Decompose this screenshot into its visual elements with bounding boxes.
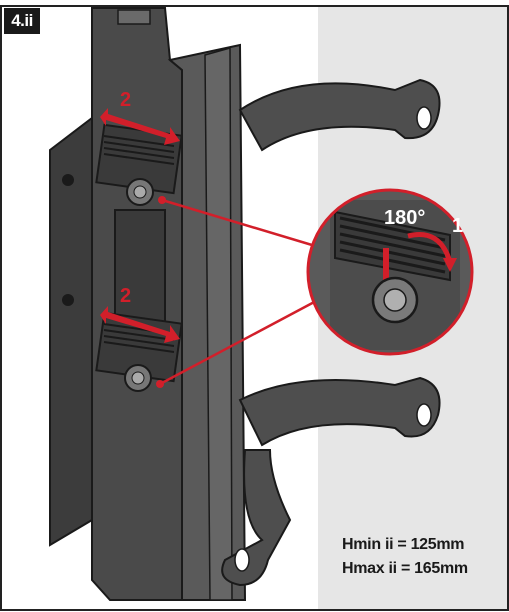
plate-hole-top [62, 174, 74, 186]
bracket-slot [114, 209, 166, 331]
callout-dot-top [158, 196, 166, 204]
plate-hole-bottom [62, 294, 74, 306]
clamp-lower-tab [221, 449, 292, 587]
frame-border [0, 5, 509, 611]
clamp-tab-hole [234, 548, 250, 572]
spec-hmin: Hmin ii = 125mm [342, 536, 465, 553]
zoom-detail-content [330, 200, 460, 350]
clamp-hole-top [416, 106, 432, 130]
slide-arrow-bottom [100, 306, 180, 343]
clamp-hole-lower [416, 403, 432, 427]
slide-arrow-top [100, 108, 180, 145]
callout-dot-bottom [156, 380, 164, 388]
rotation-arrowhead [443, 258, 457, 272]
pole-clamp-top [238, 78, 441, 152]
callout-line-top [161, 198, 313, 247]
rotation-arrow [407, 232, 453, 263]
top-bolts [117, 9, 151, 25]
slide-label-top: 2 [120, 89, 131, 111]
rotation-label: 180° [384, 207, 425, 229]
step-rotate-label: 1 [452, 215, 463, 237]
callout-line-bottom [159, 298, 319, 386]
zoom-detail-ring [306, 188, 474, 356]
pole-clamp-lower [238, 376, 441, 447]
step-badge: 4.ii [4, 8, 40, 34]
slide-label-bottom: 2 [120, 285, 131, 307]
bracket-rib [204, 47, 233, 601]
slider-top [95, 123, 183, 206]
spec-hmax: Hmax ii = 165mm [342, 560, 468, 577]
